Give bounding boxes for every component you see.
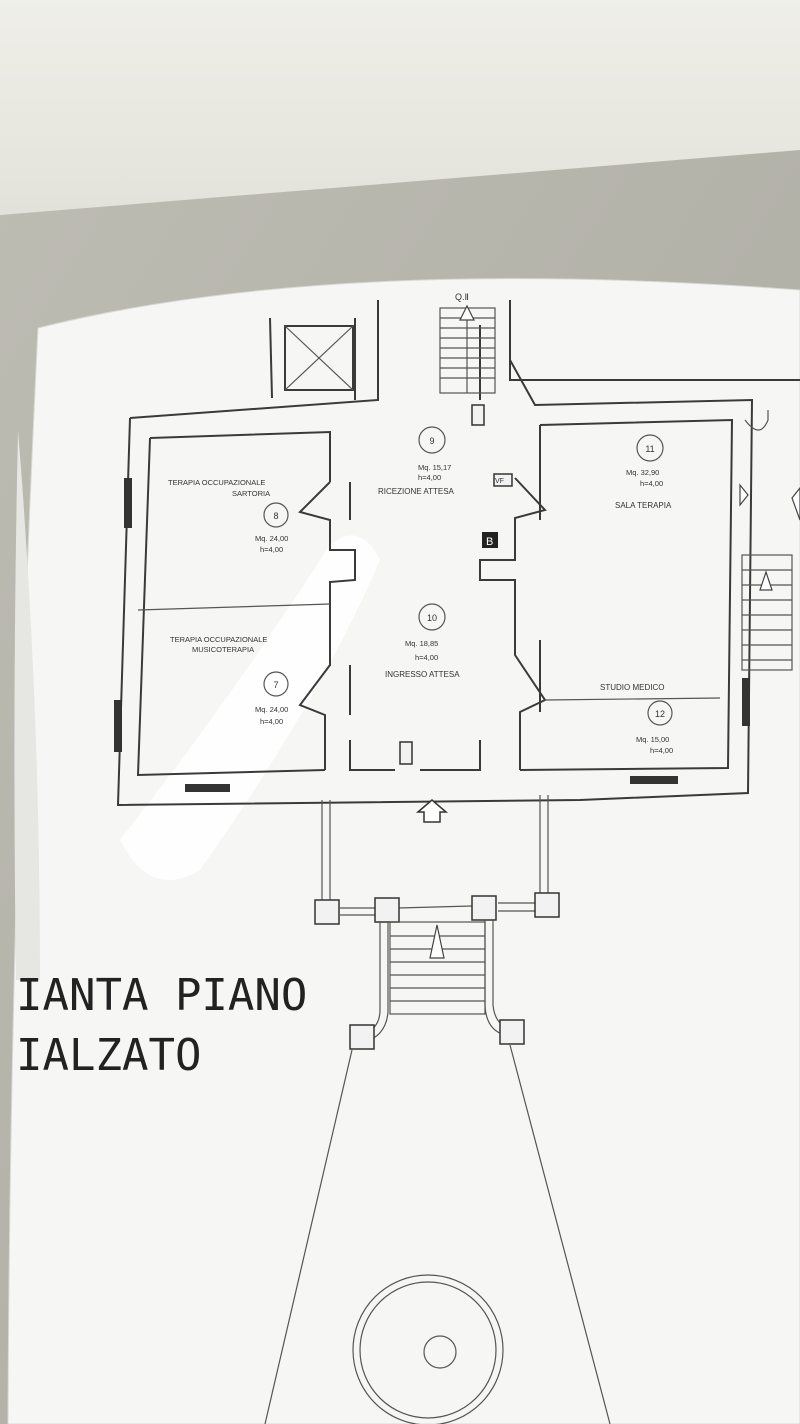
garden-path	[264, 1044, 611, 1424]
windows	[114, 478, 750, 792]
service-boxes: VF	[399, 404, 513, 765]
top-corridor-label: Q.Ⅱ	[455, 292, 469, 302]
room-9-height: h=4,00	[418, 473, 441, 482]
room-12-height: h=4,00	[650, 746, 673, 755]
room-7-height: h=4,00	[260, 717, 283, 726]
room-10-area: Mq. 18,85	[405, 639, 438, 648]
room-7-name-line2: MUSICOTERAPIA	[192, 645, 254, 654]
room-7-area: Mq. 24,00	[255, 705, 288, 714]
room-12: STUDIO MEDICO 12 Mq. 15,00 h=4,00	[600, 683, 673, 755]
room-8-name-line1: TERAPIA OCCUPAZIONALE	[168, 478, 265, 487]
building-outline	[116, 300, 800, 807]
room-10-name: INGRESSO ATTESA	[385, 670, 460, 679]
room-9: 9 Mq. 15,17 h=4,00 RICEZIONE ATTESA	[378, 426, 455, 496]
room-9-area: Mq. 15,17	[418, 463, 451, 472]
side-staircase	[739, 410, 800, 671]
room-12-name: STUDIO MEDICO	[600, 683, 664, 692]
plan-title-line1: IANTA PIANO	[16, 970, 307, 1021]
room-11-name: SALA TERAPIA	[615, 501, 672, 510]
room-11-height: h=4,00	[640, 479, 663, 488]
entrance-staircase	[349, 920, 525, 1050]
room-11: 11 Mq. 32,90 h=4,00 SALA TERAPIA	[615, 434, 672, 510]
room-7: TERAPIA OCCUPAZIONALE MUSICOTERAPIA 7 Mq…	[170, 635, 289, 726]
room-10-height: h=4,00	[415, 653, 438, 662]
room-8-name-line2: SARTORIA	[232, 489, 270, 498]
room-8: TERAPIA OCCUPAZIONALE SARTORIA 8 Mq. 24,…	[168, 478, 289, 554]
room-8-number: 8	[273, 511, 278, 521]
room-11-number: 11	[645, 444, 654, 454]
room-12-area: Mq. 15,00	[636, 735, 669, 744]
room-7-name-line1: TERAPIA OCCUPAZIONALE	[170, 635, 267, 644]
room-10-number: 10	[427, 613, 437, 623]
room-7-number: 7	[273, 680, 278, 690]
shadow-band	[14, 430, 40, 980]
entrance-arrow-icon	[415, 799, 449, 823]
sunlight-highlight	[120, 535, 380, 880]
room-12-number: 12	[655, 709, 665, 719]
room-8-area: Mq. 24,00	[255, 534, 288, 543]
fountain	[352, 1274, 504, 1424]
top-staircase	[439, 304, 496, 394]
room-11-area: Mq. 32,90	[626, 468, 659, 477]
room-badge: B	[482, 532, 498, 548]
svg-text:VF: VF	[495, 478, 504, 485]
svg-text:B: B	[486, 536, 493, 548]
room-9-name: RICEZIONE ATTESA	[378, 487, 455, 496]
room-10: 10 Mq. 18,85 h=4,00 INGRESSO ATTESA	[385, 603, 460, 679]
entrance-porch	[314, 795, 560, 925]
plan-title-line2: IALZATO	[16, 1030, 201, 1081]
elevator-shaft	[284, 325, 354, 391]
room-9-number: 9	[429, 436, 434, 446]
room-8-height: h=4,00	[260, 545, 283, 554]
